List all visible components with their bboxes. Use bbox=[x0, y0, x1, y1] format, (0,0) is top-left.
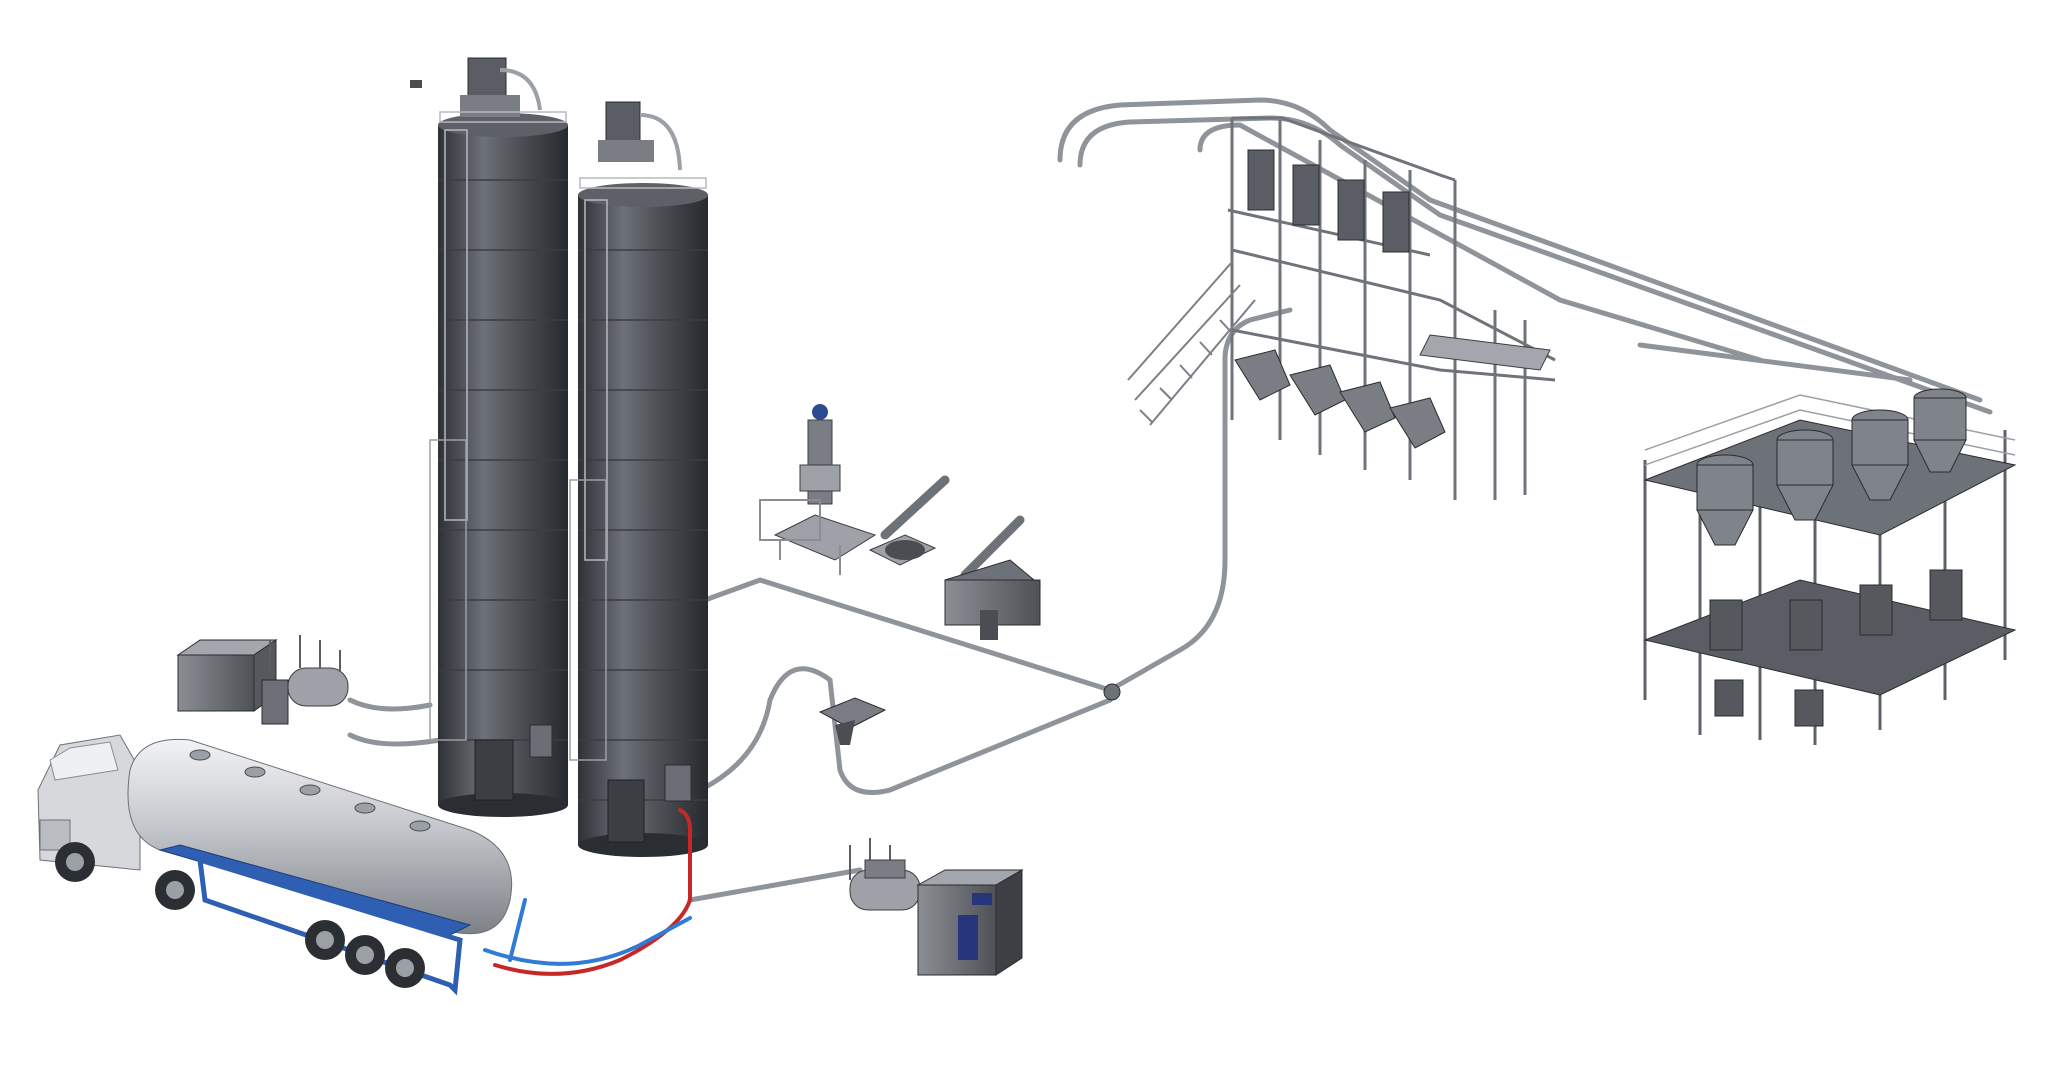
screw-conveyors bbox=[868, 475, 1025, 580]
blower-package-bottom bbox=[849, 838, 1024, 976]
tank-trailer bbox=[127, 738, 513, 996]
silo-2 bbox=[569, 101, 708, 857]
mixer bbox=[944, 559, 1041, 640]
right-weigh-hoppers bbox=[1696, 388, 1967, 546]
silo-2-access-door bbox=[607, 779, 645, 843]
control-display bbox=[972, 893, 992, 905]
silo-2-roof-equipment bbox=[579, 101, 707, 189]
center-receivers bbox=[1247, 149, 1410, 253]
silo-1-access-door bbox=[474, 739, 514, 801]
truck-cab bbox=[37, 734, 195, 910]
right-lower-equipment bbox=[1709, 569, 1963, 727]
silo-1 bbox=[410, 57, 568, 817]
silo-2-ladder-cage bbox=[584, 199, 608, 561]
bulk-tanker-truck bbox=[37, 734, 513, 996]
hopper-structure-right bbox=[1643, 388, 2017, 745]
bag-dump-station bbox=[759, 404, 877, 575]
hopper-structure-center bbox=[1127, 116, 1556, 500]
blower-skid-left bbox=[176, 635, 349, 725]
unloading-hoses bbox=[483, 808, 692, 976]
center-hoppers bbox=[1234, 349, 1446, 449]
control-cabinet bbox=[916, 869, 1024, 976]
silo-1-roof-equipment bbox=[410, 57, 567, 123]
silo-1-ladder-cage bbox=[444, 129, 468, 521]
staircase bbox=[1127, 261, 1256, 426]
rotary-valve-diverter bbox=[818, 683, 1121, 745]
